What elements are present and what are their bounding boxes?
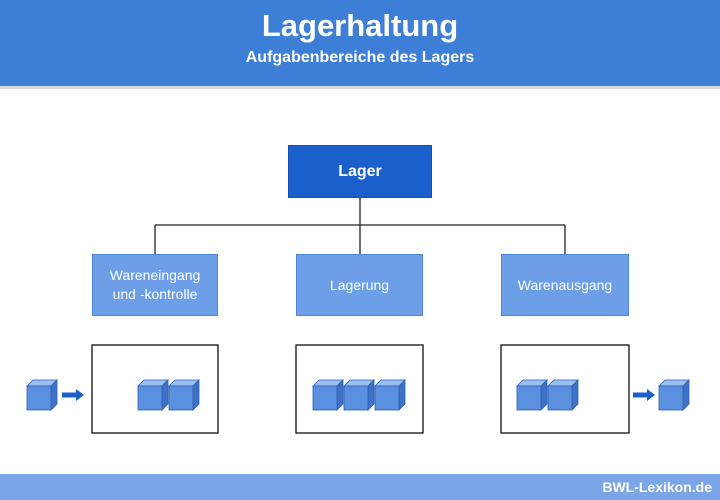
stock-cube-1-2 [168,379,200,411]
stock-cube-2-3 [374,379,406,411]
footer-bar: BWL-Lexikon.de [0,474,720,500]
node-wareneingang: Wareneingang und -kontrolle [92,254,218,316]
tree-connectors [154,198,566,254]
flow-arrows [62,389,655,401]
outgoing-arrow [633,389,655,401]
goods-cubes [26,379,690,411]
outgoing-cube [658,379,690,411]
stock-cube-1-1 [137,379,169,411]
incoming-arrow [62,389,84,401]
header-banner: Lagerhaltung Aufgabenbereiche des Lagers [0,0,720,86]
stock-cube-2-1 [312,379,344,411]
stock-cube-2-2 [343,379,375,411]
root-node-lager: Lager [288,145,432,198]
incoming-cube [26,379,58,411]
header-divider [0,86,720,89]
stock-cube-3-1 [516,379,548,411]
node-warenausgang: Warenausgang [501,254,629,316]
footer-brand: BWL-Lexikon.de [602,479,712,495]
page-title: Lagerhaltung [261,8,459,43]
stock-cube-3-2 [547,379,579,411]
page-subtitle: Aufgabenbereiche des Lagers [245,49,475,66]
node-lagerung: Lagerung [296,254,423,316]
